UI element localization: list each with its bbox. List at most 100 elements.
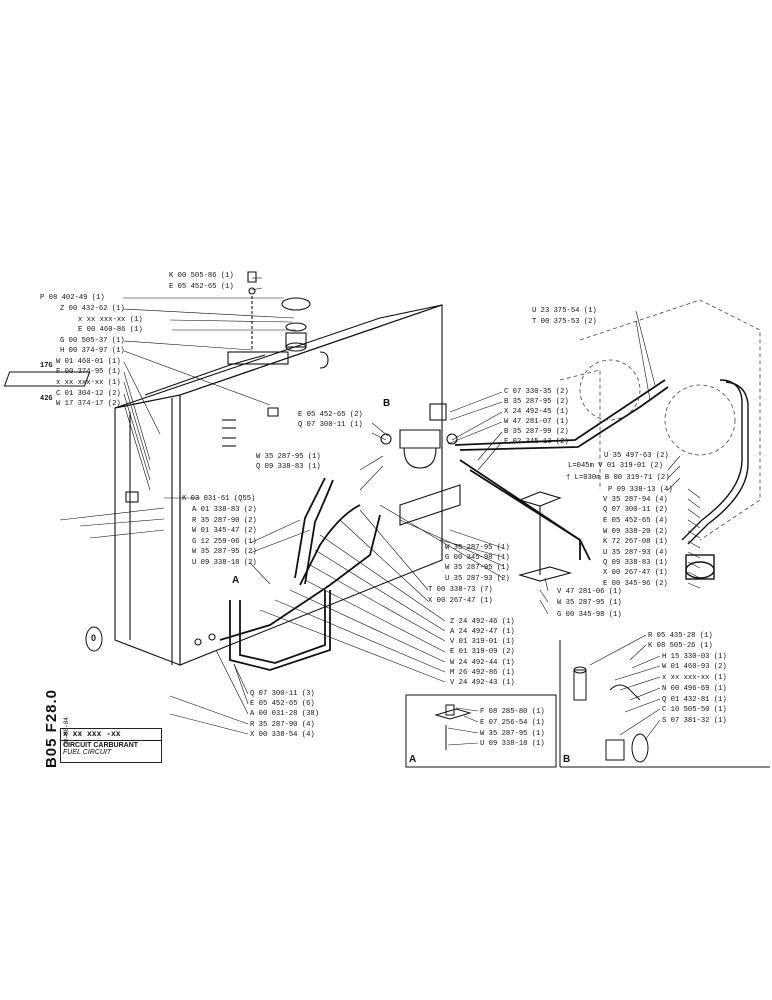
label-17g-part: x xx xxx-xx (1) bbox=[56, 379, 121, 387]
label-filler-cap: P 08 402-49 (1) bbox=[40, 294, 105, 302]
sheet-ref: x xx xxx -xx bbox=[61, 729, 161, 741]
leader-lines bbox=[59, 277, 701, 746]
label-center-clamp-1: W 35 287-95 (1) bbox=[445, 544, 510, 552]
label-pipe-w: W 24 492-44 (1) bbox=[450, 659, 515, 667]
label-inset-b-n: N 00 496-69 (1) bbox=[662, 685, 727, 693]
label-filter-clamp: B 35 287-95 (2) bbox=[504, 398, 569, 406]
label-gauge-bolt: H 00 374-97 (1) bbox=[60, 347, 125, 355]
label-right-k: K 72 267-08 (1) bbox=[603, 538, 668, 546]
label-42g-clip: C 01 304-12 (2) bbox=[56, 390, 121, 398]
label-right-hose-030: † L=030m B 00 319-71 (2) bbox=[566, 474, 670, 482]
label-inset-a-union: U 09 338-18 (1) bbox=[480, 740, 545, 748]
label-inset-b-r: R 05 435-28 (1) bbox=[648, 632, 713, 640]
label-bracket-nut: G 00 345-98 (1) bbox=[557, 611, 622, 619]
label-bracket: V 47 281-06 (1) bbox=[557, 588, 622, 596]
filler-cap-assembly bbox=[247, 271, 329, 417]
label-right-v: V 35 287-94 (4) bbox=[603, 496, 668, 504]
label-inset-b-h: H 15 330-03 (1) bbox=[662, 653, 727, 661]
label-right-e: E 05 452-65 (4) bbox=[603, 517, 668, 525]
label-17g-washer: W 01 460-01 (1) bbox=[56, 358, 121, 366]
label-inset-b-q: Q 01 432-81 (1) bbox=[662, 696, 727, 704]
label-inset-a-clamp: W 35 287-95 (1) bbox=[480, 730, 545, 738]
title-english: FUEL CIRCUIT bbox=[63, 749, 112, 756]
fuel-filter bbox=[380, 403, 458, 469]
label-filler-seal: Z 00 432-62 (1) bbox=[60, 305, 125, 313]
label-strainer: G 00 505-37 (1) bbox=[60, 337, 125, 345]
label-filter-bolt: B 35 287-99 (2) bbox=[504, 428, 569, 436]
label-inset-b-s: S 07 381-32 (1) bbox=[662, 717, 727, 725]
label-filter-union: Q 07 300-11 (1) bbox=[298, 421, 363, 429]
group-17g-label: 17G bbox=[40, 362, 53, 370]
label-right-e2: E 00 345-96 (2) bbox=[603, 580, 668, 588]
title-french: CIRCUIT CARBURANT bbox=[63, 742, 139, 749]
label-engine-seal: T 00 375-53 (2) bbox=[532, 318, 597, 326]
label-tank-nut: R 35 287-90 (2) bbox=[192, 517, 257, 525]
sheet-code: B05 F28.0 bbox=[43, 688, 61, 769]
label-right-x: X 00 267-47 (1) bbox=[603, 569, 668, 577]
callout-a-main: A bbox=[232, 575, 240, 586]
label-bracket-clamp: W 35 287-95 (1) bbox=[557, 599, 622, 607]
label-right-u: U 35 287-93 (4) bbox=[603, 549, 668, 557]
label-pipe-v2: V 24 492-43 (1) bbox=[450, 679, 515, 687]
zero-circle bbox=[85, 626, 103, 652]
label-filter-seal: F 02 345-13 (2) bbox=[504, 438, 569, 446]
label-hose-v: V 01 319-01 (1) bbox=[450, 638, 515, 646]
injection-hoses bbox=[681, 379, 749, 580]
label-hose: G 12 259-06 (1) bbox=[192, 538, 257, 546]
label-right-p: P 09 338-13 (4) bbox=[608, 486, 673, 494]
label-17g-plug: F 00 374-95 (1) bbox=[56, 368, 121, 376]
label-clamp-2: W 35 287-95 (2) bbox=[192, 548, 257, 556]
label-inset-a-washer: E 07 256-54 (1) bbox=[480, 719, 545, 727]
label-pipe-a: A 24 492-47 (1) bbox=[450, 628, 515, 636]
label-filter-body: W 47 281-07 (1) bbox=[504, 418, 569, 426]
label-filter-pipe: X 24 492-45 (1) bbox=[504, 408, 569, 416]
inset-b-box bbox=[559, 640, 770, 768]
label-pipe-m: M 26 492-86 (1) bbox=[450, 669, 515, 677]
callout-zero: 0 bbox=[91, 633, 97, 643]
fuel-lines bbox=[219, 379, 669, 671]
fuel-tank bbox=[3, 304, 443, 666]
label-tank-strap: A 01 338-83 (2) bbox=[192, 506, 257, 514]
label-inset-b-k: K 08 505-26 (1) bbox=[648, 642, 713, 650]
label-tank: K 03 031-61 (Q55) bbox=[182, 495, 256, 503]
label-hose-clamp: W 35 287-95 (1) bbox=[256, 453, 321, 461]
group-42g-label: 42G bbox=[40, 395, 53, 403]
label-union-2: U 09 338-18 (2) bbox=[192, 559, 257, 567]
sheet-code-tab: B05 F28.0 bbox=[40, 688, 61, 770]
label-filler-neck: E 00 460-86 (1) bbox=[78, 326, 143, 334]
label-center-nut: G 00 345-98 (1) bbox=[445, 554, 510, 562]
label-cap-washer: E 05 452-65 (1) bbox=[169, 283, 234, 291]
label-right-q2: Q 09 338-83 (1) bbox=[603, 559, 668, 567]
label-hose-union: Q 09 338-83 (1) bbox=[256, 463, 321, 471]
label-42g-screw: W 17 374-17 (2) bbox=[56, 400, 121, 408]
label-inset-b-x: x xx xxx-xx (1) bbox=[662, 674, 727, 682]
label-inset-b-w: W 01 460-93 (2) bbox=[662, 663, 727, 671]
label-cap-bolt: K 00 505-86 (1) bbox=[169, 272, 234, 280]
label-right-union: U 35 497-63 (2) bbox=[604, 452, 669, 460]
callout-inset-b: B bbox=[563, 754, 571, 765]
label-right-w: W 09 338-20 (2) bbox=[603, 528, 668, 536]
label-center-screw: X 00 267-47 (1) bbox=[428, 597, 493, 605]
label-pipe-z: Z 24 492-46 (1) bbox=[450, 618, 515, 626]
label-engine-union: U 23 375-54 (1) bbox=[532, 307, 597, 315]
callout-inset-a: A bbox=[409, 754, 417, 765]
label-inset-b-c: C 10 505-50 (1) bbox=[662, 706, 727, 714]
label-right-q: Q 07 300-11 (2) bbox=[603, 506, 668, 514]
label-hose-e: E 01 319-09 (2) bbox=[450, 648, 515, 656]
label-inset-a-bracket: F 08 285-80 (1) bbox=[480, 708, 545, 716]
label-clip-38: A 00 031-28 (38) bbox=[250, 710, 320, 718]
inset-a-box bbox=[405, 694, 557, 768]
label-filler-part: x xx xxx-xx (1) bbox=[78, 316, 143, 324]
label-filter-washer: E 05 452-65 (2) bbox=[298, 411, 363, 419]
engine-block bbox=[559, 299, 761, 541]
label-union-3: Q 07 300-11 (3) bbox=[250, 690, 315, 698]
mounting-bracket bbox=[399, 484, 573, 582]
label-nut-4: R 35 287-90 (4) bbox=[250, 721, 315, 729]
label-tank-washer: W 01 345-47 (2) bbox=[192, 527, 257, 535]
label-washer-6: E 05 452-65 (6) bbox=[250, 700, 315, 708]
title-block: x xx xxx -xx CIRCUIT CARBURANT FUEL CIRC… bbox=[60, 728, 162, 763]
label-center-clamp-2: W 35 287-95 (1) bbox=[445, 564, 510, 572]
label-center-tube: T 00 338-73 (7) bbox=[428, 586, 493, 594]
label-center-union: U 35 287-93 (2) bbox=[445, 575, 510, 583]
